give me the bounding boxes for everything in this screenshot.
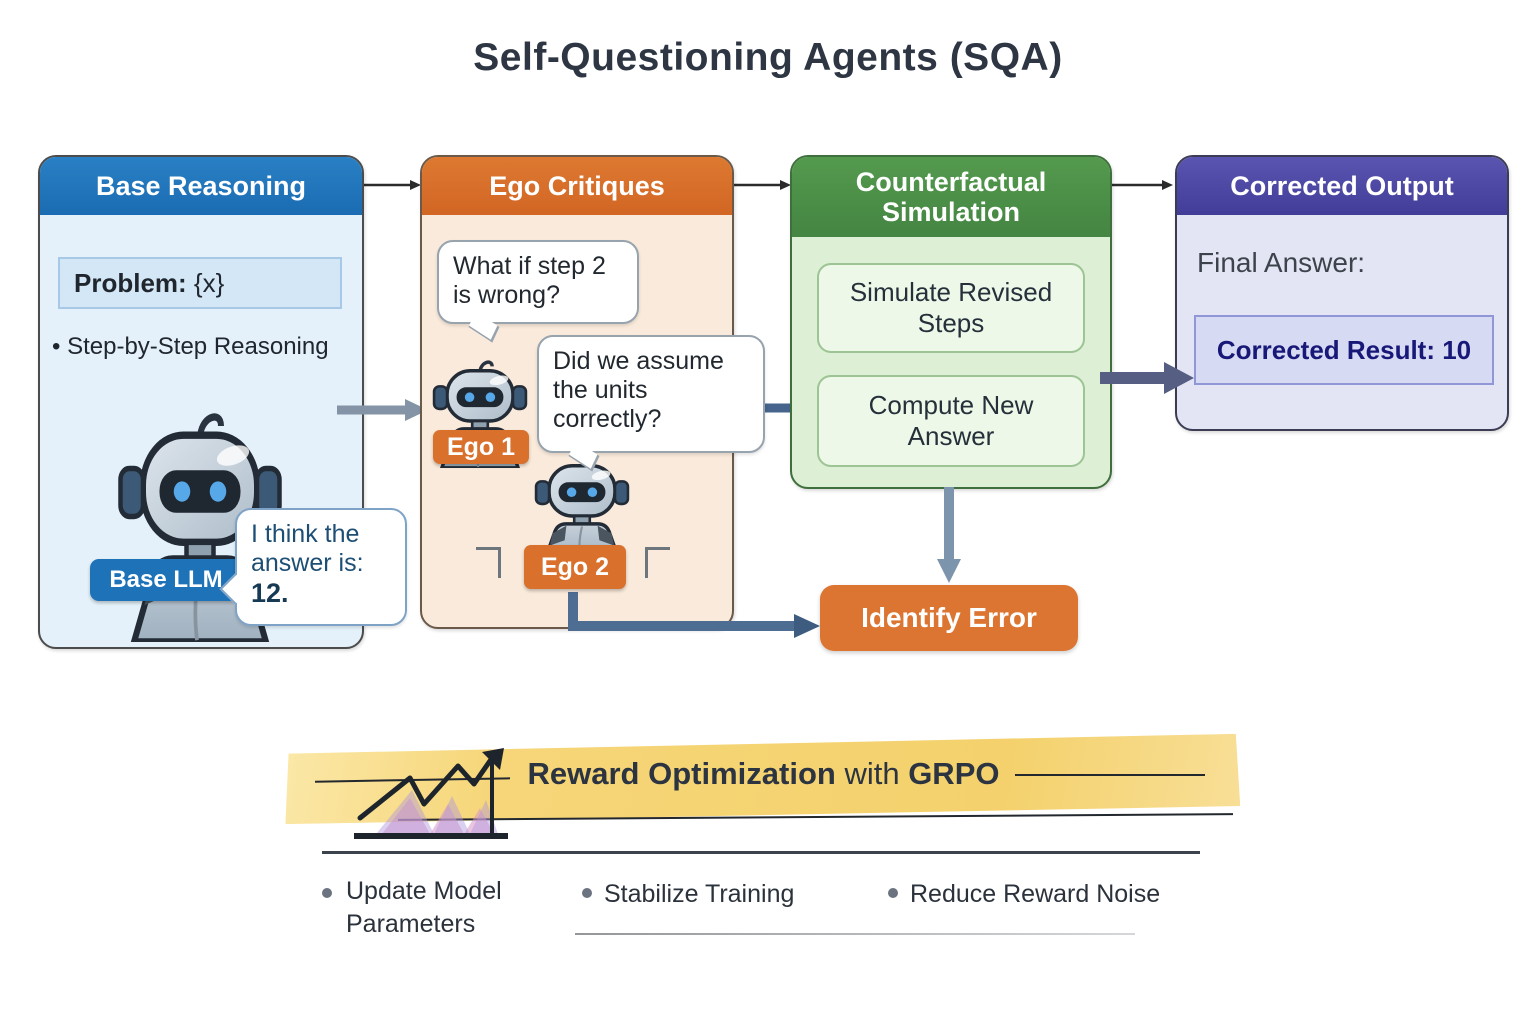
simulate-revised-steps-box: Simulate Revised Steps [817, 263, 1085, 353]
bullet-marker: • [52, 333, 61, 360]
arrow-ego-to-cf-icon [730, 180, 791, 190]
footer-separator-line [322, 851, 1200, 854]
final-answer-label: Final Answer: [1197, 247, 1366, 278]
speech-text: I think the answer is: [251, 520, 364, 577]
footer-bullet-dot [582, 888, 592, 898]
corrected-result-box: Corrected Result: 10 [1194, 315, 1494, 385]
corrected-output-box: Corrected Output Final Answer: Corrected… [1175, 155, 1509, 431]
footer-underline [575, 933, 1135, 935]
footer-bullet-dot [322, 888, 332, 898]
ego2-speech-bubble: Did we assume the units correctly? [537, 335, 765, 453]
counterfactual-simulation-box: Counterfactual Simulation Simulate Revis… [790, 155, 1112, 489]
corrected-output-header: Corrected Output [1177, 157, 1507, 215]
problem-box: Problem: {x} [58, 257, 342, 309]
problem-label: Problem: [74, 267, 187, 298]
speech-answer-value: 12. [251, 578, 289, 608]
banner-right-line [1015, 774, 1205, 776]
growth-chart-icon [354, 748, 508, 839]
connector-ego2-to-identify-error-icon [568, 592, 820, 638]
thick-arrow-cf-to-output-icon [1100, 362, 1194, 394]
thick-arrow-base-to-ego-icon [337, 399, 428, 421]
step-by-step-bullet: • Step-by-Step Reasoning [52, 333, 352, 361]
ego2-label: Ego 2 [524, 545, 626, 589]
banner-title: Reward Optimization with GRPO [286, 756, 1241, 792]
banner-title-mid: with [835, 756, 909, 791]
footer-bullet-dot [888, 888, 898, 898]
down-arrow-cf-to-identify-error-icon [937, 487, 961, 583]
footer-bullet-reduce-reward-noise: Reduce Reward Noise [910, 880, 1161, 908]
ego-critiques-header: Ego Critiques [422, 157, 732, 215]
arrow-base-to-ego-icon [360, 180, 421, 190]
compute-new-answer-box: Compute New Answer [817, 375, 1085, 467]
ego1-speech-bubble: What if step 2 is wrong? [437, 240, 639, 324]
footer-bullet-stabilize-training: Stabilize Training [604, 880, 795, 908]
arrow-cf-to-output-icon [1108, 180, 1173, 190]
counterfactual-header: Counterfactual Simulation [792, 157, 1110, 237]
footer-bullet-update-model: Update Model Parameters [346, 877, 502, 938]
bullet-text: Step-by-Step Reasoning [67, 333, 329, 360]
base-reasoning-header: Base Reasoning [40, 157, 362, 215]
banner-title-bold1: Reward Optimization [527, 756, 836, 791]
base-reasoning-box: Base Reasoning Problem: {x} • Step-by-St… [38, 155, 364, 649]
ego1-label: Ego 1 [433, 430, 529, 464]
banner-title-bold2: GRPO [908, 756, 1000, 791]
base-llm-speech-bubble: I think the answer is: 12. [235, 508, 407, 626]
base-llm-label: Base LLM [90, 559, 242, 601]
left-bracket-icon [476, 547, 501, 578]
page-title: Self-Questioning Agents (SQA) [473, 36, 1063, 79]
right-bracket-icon [645, 547, 670, 578]
problem-value: {x} [193, 267, 225, 298]
identify-error-box: Identify Error [820, 585, 1078, 651]
